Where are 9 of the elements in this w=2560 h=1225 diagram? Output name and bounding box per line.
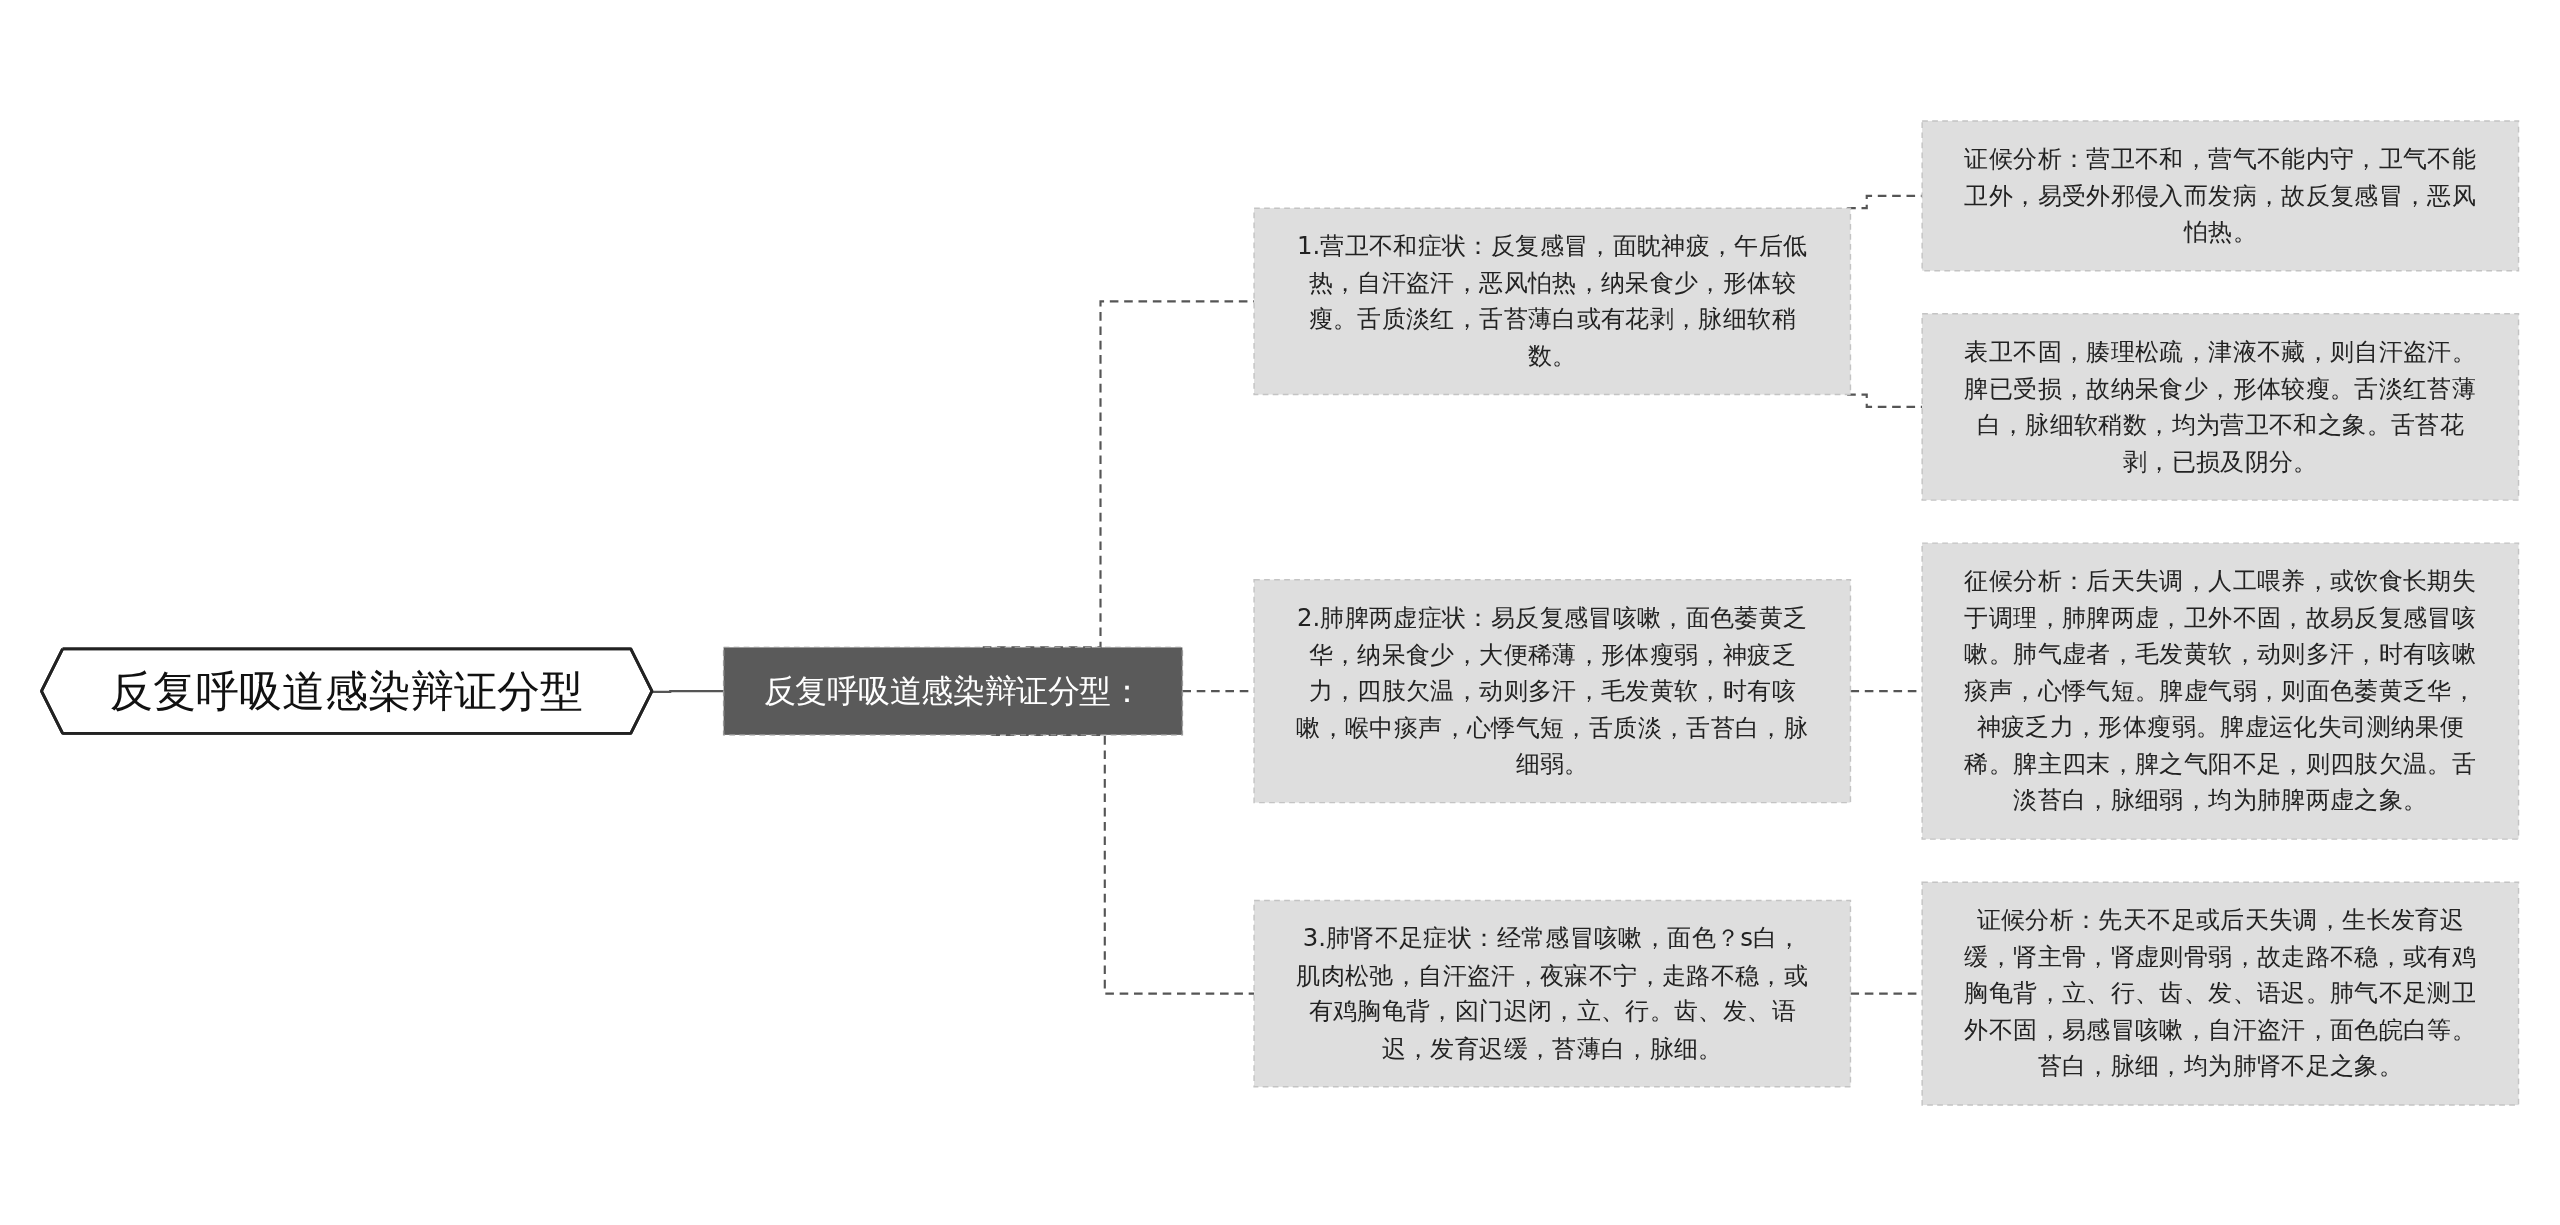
node-box: 反复呼吸道感染辩证分型： (722, 646, 1184, 736)
node-box: 征候分析：后天失调，人工喂养，或饮食长期失于调理，肺脾两虚，卫外不固，故易反复感冒咳嗽。肺气虚者，毛发黄软，动则多汗，时有咳嗽痰声，心悸气短。脾虚气弱，则面色萎黄乏华，神疲乏力，形体瘦弱。脾虚运化失司测纳果便稀。脾主四末，脾之气阳不足，则四肢欠温。舌淡苔白，脉细弱，均为肺脾两虚之象。 (1921, 541, 2520, 840)
node-box: 1.营卫不和症状：反复感冒，面眈神疲，午后低热，自汗盗汗，恶风怕热，纳呆食少，形体较瘦。舌质淡红，舌苔薄白或有花剥，脉细软稍数。 (1253, 206, 1852, 395)
node-box: 2.肺脾两虚症状：易反复感冒咳嗽，面色萎黄乏华，纳呆食少，大便稀薄，形体瘦弱，神疲乏力，四肢欠温，动则多汗，毛发黄软，时有咳嗽，喉中痰声，心悸气短，舌质淡，舌苔白，脉细弱。 (1253, 578, 1852, 803)
connector (652, 689, 724, 693)
node-box: 证候分析：先天不足或后天失调，生长发育迟缓，肾主骨，肾虚则骨弱，故走路不稳，或有鸡胸龟背，立、行、齿、发、语迟。肺气不足测卫外不固，易感冒咳嗽，自汗盗汗，面色皖白等。苔白，脉细，均为肺肾不足之象。 (1921, 880, 2520, 1106)
node-box: 3.肺肾不足症状：经常感冒咳嗽，面色？s白，肌肉松弛，自汗盗汗，夜寐不宁，走路不稳，或有鸡胸龟背，囟门迟闭，立、行。齿、发、语迟，发育迟缓，苔薄白，脉细。 (1253, 899, 1852, 1088)
node-box: 证候分析：营卫不和，营气不能内守，卫气不能卫外，易受外邪侵入而发病，故反复感冒，恶风怕热。 (1921, 119, 2520, 271)
node-box: 表卫不固，腠理松疏，津液不藏，则自汗盗汗。脾已受损，故纳呆食少，形体较瘦。舌淡红苔薄白，脉细软稍数，均为营卫不和之象。舌苔花剥，已损及阴分。 (1921, 312, 2520, 501)
